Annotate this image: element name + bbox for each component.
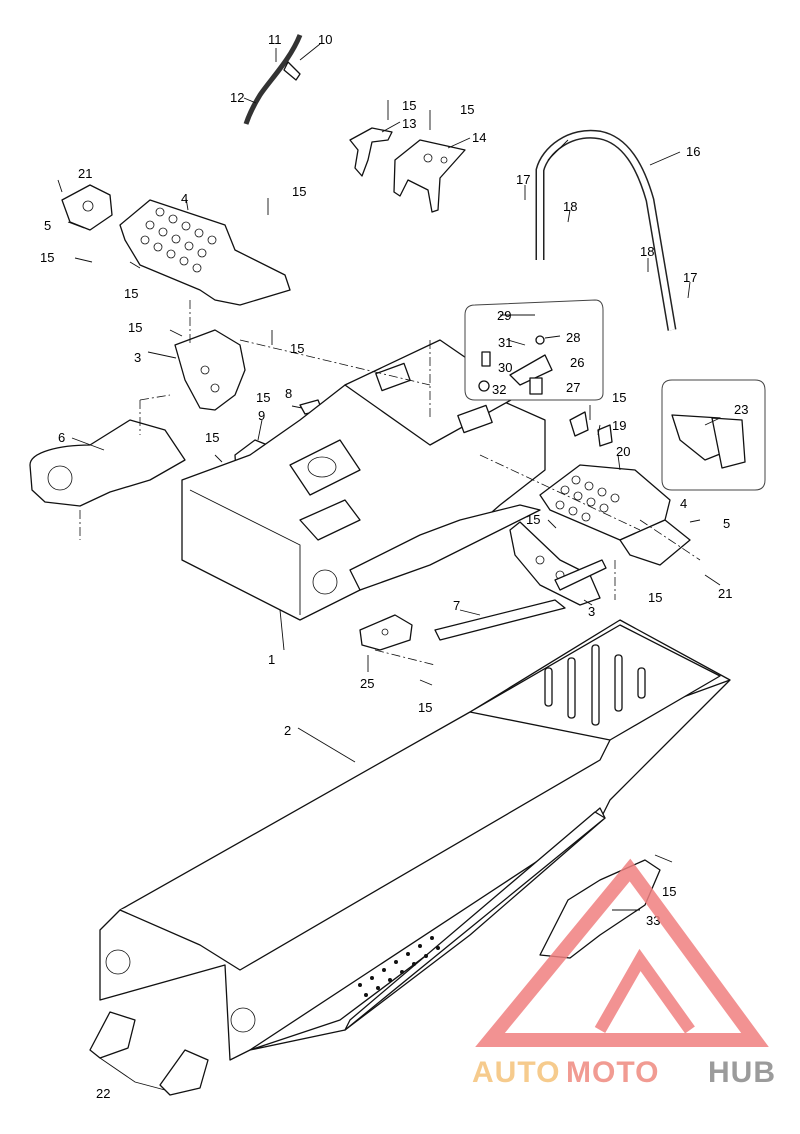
plate-part-6 [29,419,186,507]
callout-4: 4 [181,191,188,206]
callout-15: 15 [662,884,676,899]
callout-9: 9 [258,408,265,423]
callout-22: 22 [96,1086,110,1101]
plates-part-22 [89,1011,209,1096]
callout-15: 15 [40,250,54,265]
callout-15: 15 [124,286,138,301]
footrest-part-4-left [119,199,291,306]
callout-20: 20 [616,444,630,459]
callout-28: 28 [566,330,580,345]
center-lines [79,300,701,666]
callout-4: 4 [680,496,687,511]
callout-15: 15 [402,98,416,113]
callout-29: 29 [497,308,511,323]
bracket-part-3-right [509,521,607,606]
plate-part-14 [393,139,466,213]
footrest-part-4-right [539,464,691,566]
callout-17: 17 [516,172,530,187]
tunnel-part-2 [99,619,731,1061]
rail-part-7 [434,599,566,641]
watermark-text-hub: HUB [708,1056,776,1089]
callout-15: 15 [290,341,304,356]
callout-32: 32 [492,382,506,397]
leader-lines [57,43,721,911]
callout-7: 7 [453,598,460,613]
callout-18: 18 [640,244,654,259]
handle-part-16 [535,129,677,331]
callout-15: 15 [418,700,432,715]
callout-3: 3 [588,604,595,619]
hardware-inset-26-32 [464,299,604,401]
callout-11: 11 [268,32,282,47]
callout-5: 5 [723,516,730,531]
callout-15: 15 [612,390,626,405]
clip-part-19 [569,411,613,447]
callout-13: 13 [402,116,416,131]
bracket-part-13 [349,127,393,177]
callout-15: 15 [128,320,142,335]
callout-2: 2 [284,723,291,738]
watermark-logo: AUTO MOTO HUB [472,858,776,1089]
bracket-part-3-left [174,329,246,411]
callout-27: 27 [566,380,580,395]
callout-15: 15 [205,430,219,445]
callout-12: 12 [230,90,244,105]
callout-8: 8 [285,386,292,401]
fasteners-part-15 [74,100,673,863]
callout-21: 21 [78,166,92,181]
callout-labels: 1 2 3 3 4 4 5 5 6 7 8 9 10 11 12 13 14 1… [40,32,748,1101]
callout-15: 15 [292,184,306,199]
callout-16: 16 [686,144,700,159]
callout-15: 15 [526,512,540,527]
watermark-text-auto: AUTO [472,1056,560,1089]
watermark-text-moto: MOTO [566,1056,659,1089]
bracket-part-5-left [61,184,113,231]
callout-3: 3 [134,350,141,365]
bracket-inset-23 [661,379,766,491]
watermark-triangle [475,858,769,1047]
callout-15: 15 [648,590,662,605]
callout-25: 25 [360,676,374,691]
callout-26: 26 [570,355,584,370]
callout-31: 31 [498,335,512,350]
bracket-part-25 [359,614,413,651]
callout-1: 1 [268,652,275,667]
callout-10: 10 [318,32,332,47]
callout-6: 6 [58,430,65,445]
callout-18: 18 [563,199,577,214]
callout-5: 5 [44,218,51,233]
callout-15: 15 [256,390,270,405]
callout-30: 30 [498,360,512,375]
callout-15: 15 [460,102,474,117]
cable-part-12 [243,34,303,125]
callout-14: 14 [472,130,486,145]
callout-21: 21 [718,586,732,601]
callout-17: 17 [683,270,697,285]
callout-23: 23 [734,402,748,417]
callout-19: 19 [612,418,626,433]
